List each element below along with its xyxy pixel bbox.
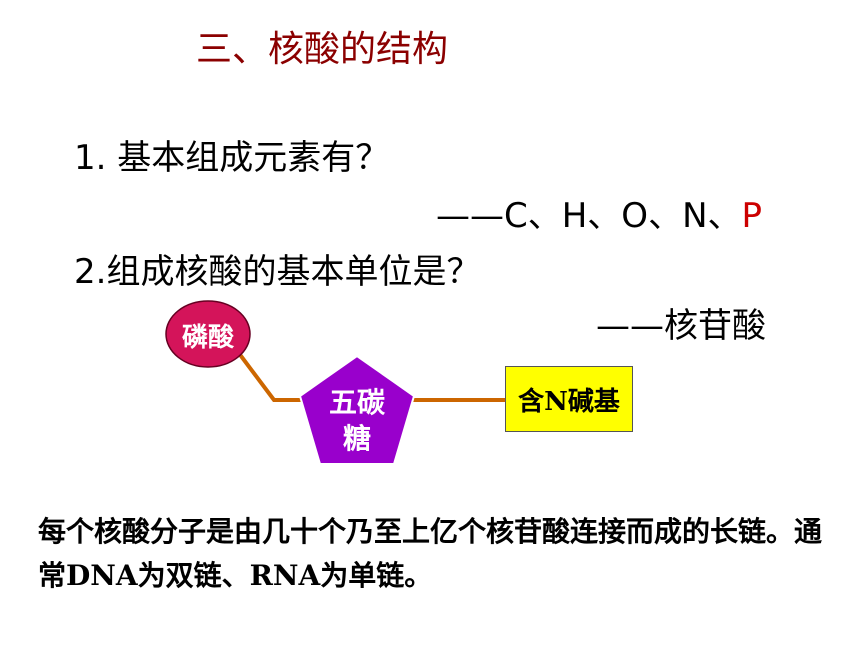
phosphate-label: 磷酸: [181, 322, 234, 353]
phosphate-sugar-link: [236, 350, 304, 402]
phosphate-node: [165, 300, 251, 368]
slide-title: 三、核酸的结构: [196, 29, 449, 70]
summary-text: 每个核酸分子是由几十个乃至上亿个核苷酸连接而成的长链。通常DNA为双链、RNA为…: [38, 515, 823, 592]
question-2-text: 组成核酸的基本单位是？: [106, 252, 481, 292]
question-1-number: 1.: [74, 138, 107, 178]
answer-1-highlight: P: [741, 196, 763, 236]
answer-1: ——C、H、O、N、P: [436, 196, 762, 237]
answer-2: ——核苷酸: [596, 306, 766, 346]
answer-1-text: ——C、H、O、N、: [436, 196, 742, 236]
sugar-node: [298, 354, 416, 465]
question-1-text: 基本组成元素有？: [117, 138, 390, 178]
sugar-label: 五碳 糖: [316, 378, 398, 464]
sugar-label-line1: 五碳: [328, 385, 385, 419]
question-2-number: 2.: [74, 252, 107, 292]
sugar-label-line2: 糖: [342, 422, 371, 455]
question-1: 1. 基本组成元素有？: [74, 138, 389, 179]
base-node: 含N碱基: [505, 366, 633, 432]
question-2: 2.组成核酸的基本单位是？: [74, 252, 480, 293]
